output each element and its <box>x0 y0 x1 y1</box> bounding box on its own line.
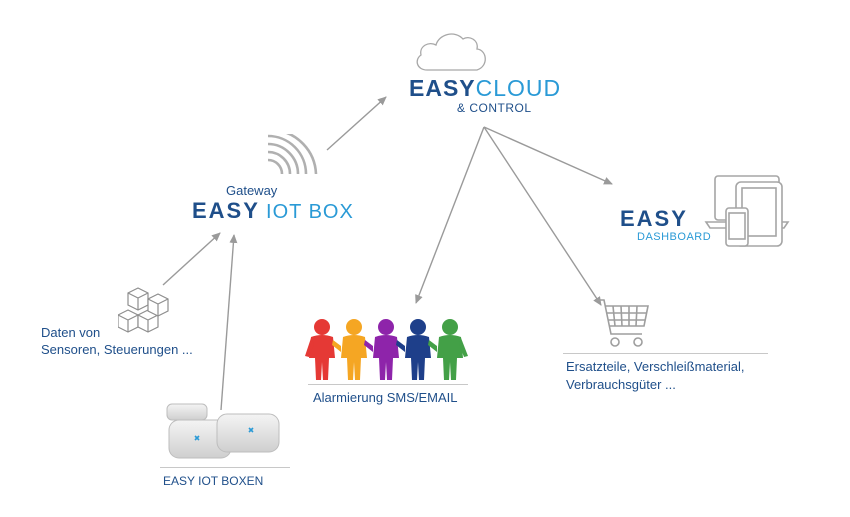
person-green <box>428 319 468 380</box>
shop-divider <box>563 353 768 354</box>
devices-icon <box>704 175 790 247</box>
cloud-icon <box>416 33 486 71</box>
easycloud-logo: EASYCLOUD <box>409 75 561 101</box>
iot-boxes-image <box>166 403 280 459</box>
person-red <box>305 319 335 380</box>
arrow-cloud-to-shop <box>483 126 602 306</box>
easycloud-word-cloud: CLOUD <box>475 75 562 101</box>
alarm-divider <box>308 384 468 385</box>
easycloud-word-easy: EASY <box>409 75 476 101</box>
gateway-label: Gateway <box>226 183 278 198</box>
arrow-cloud-to-dashboard <box>483 126 613 185</box>
gateway-word-easy: EASY <box>192 198 260 223</box>
shop-text-line-1: Ersatzteile, Verschleißmaterial, <box>566 359 745 374</box>
sensors-text-line-2: Sensoren, Steuerungen ... <box>41 342 193 357</box>
shop-text-line-2: Verbrauchsgüter ... <box>566 377 676 392</box>
cubes-icon <box>118 287 169 333</box>
shopping-cart-icon <box>596 299 649 347</box>
sensors-text-line-1: Daten von <box>41 325 101 340</box>
wifi-signal-icon <box>267 134 318 175</box>
person-navy <box>396 319 431 380</box>
arrow-cloud-to-alarm <box>415 126 485 304</box>
arrow-gateway-to-cloud <box>326 96 387 151</box>
arrow-boxes-to-gateway <box>220 234 238 411</box>
person-purple <box>364 319 399 380</box>
person-orange <box>332 319 367 380</box>
dashboard-word-easy: EASY <box>620 206 688 231</box>
boxes-caption: EASY IOT BOXEN <box>163 474 264 488</box>
easy-iot-box-logo: EASY IOT BOX <box>192 198 354 225</box>
dashboard-word-dashboard: DASHBOARD <box>637 231 712 243</box>
alarm-caption: Alarmierung SMS/EMAIL <box>313 390 458 405</box>
easycloud-subtitle: & CONTROL <box>457 101 532 115</box>
people-group-icon <box>305 319 468 380</box>
arrow-sensors-to-gateway <box>162 232 221 286</box>
gateway-word-iot-box: IOT BOX <box>266 201 354 223</box>
boxes-divider <box>160 467 290 468</box>
